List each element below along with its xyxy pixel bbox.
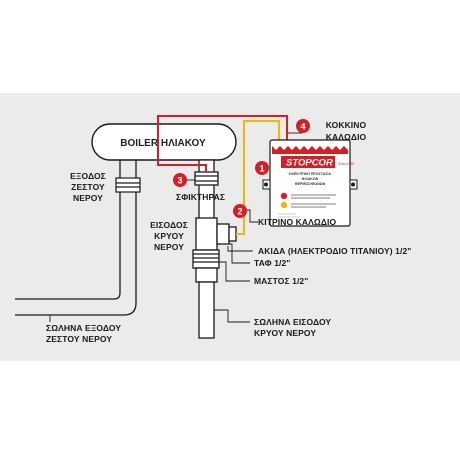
cold-water-in-label: ΝΕΡΟΥ [154,242,184,252]
clamp-label: ΣΦΙΚΤΗΡΑΣ [176,192,225,202]
hot-pipe-label: ΖΕΣΤΟΥ ΝΕΡΟΥ [46,334,112,344]
hot-water-out-label: ΝΕΡΟΥ [73,193,103,203]
hot-water-out-label: ΖΕΣΤΟΥ [71,182,105,192]
cold-water-in-label: ΚΡΥΟΥ [154,231,184,241]
svg-text:3: 3 [177,175,182,185]
nipple-label: ΜΑΣΤΟΣ 1/2" [254,276,308,286]
marker-1: 1 [255,161,269,175]
device-line-2: ΗΛΙΑΚΩΝ [302,177,319,181]
red-wire-label: ΚΟΚΚΙΝΟ [326,120,367,130]
marker-2: 2 [233,204,247,218]
svg-text:1: 1 [259,163,264,173]
hot-pipe-label: ΣΩΛΗΝΑ ΕΞΟΔΟΥ [46,323,121,333]
device-indicator-light [280,192,288,200]
boiler-tank [91,123,237,161]
cold-pipe-label: ΣΩΛΗΝΑ ΕΙΣΟΔΟΥ [254,317,331,327]
tee-label: ΤΑΦ 1/2" [254,258,290,268]
cold-water-in-label: ΕΙΣΟΔΟΣ [150,220,188,230]
hot-water-out-label: ΕΞΟΔΟΣ [70,171,106,181]
svg-text:2: 2 [237,206,242,216]
device-line-3: ΘΕΡΜΟΣΙΦΩΝΩΝ [295,182,326,186]
device-indicator-light [280,201,288,209]
boiler-label: BOILER ΗΛΙΑΚΟΥ [120,138,206,149]
stopcor-device: STOPCOR Since 1999 ΗΛΕΚΤΡΙΚΗ ΠΡΟΣΤΑΣΙΑ Η… [262,139,358,227]
device-line-1: ΗΛΕΚΤΡΙΚΗ ΠΡΟΣΤΑΣΙΑ [289,172,331,176]
cold-water-input-pipe [192,159,237,339]
hot-water-output-pipe [15,160,137,316]
yellow-wire-label: ΚΙΤΡΙΝΟ ΚΑΛΩΔΙΟ [258,217,336,227]
marker-4: 4 [296,119,310,133]
svg-text:4: 4 [300,121,305,131]
marker-3: 3 [173,173,187,187]
device-brand-tag: Since 1999 [338,162,354,166]
device-text-lines [278,213,300,218]
yellow-wire [236,120,280,235]
device-brand: STOPCOR [286,158,333,169]
hot-pipe-fitting [115,177,141,193]
cold-pipe-label: ΚΡΥΟΥ ΝΕΡΟΥ [254,328,316,338]
red-wire [157,115,288,172]
red-wire-label: ΚΑΛΩΔΙΟ [326,132,367,142]
electrode-label: ΑΚΙΔΑ (ΗΛΕΚΤΡΟΔΙΟ ΤΙΤΑΝΙΟΥ) 1/2" [258,246,411,256]
device-text-lines [291,194,336,208]
